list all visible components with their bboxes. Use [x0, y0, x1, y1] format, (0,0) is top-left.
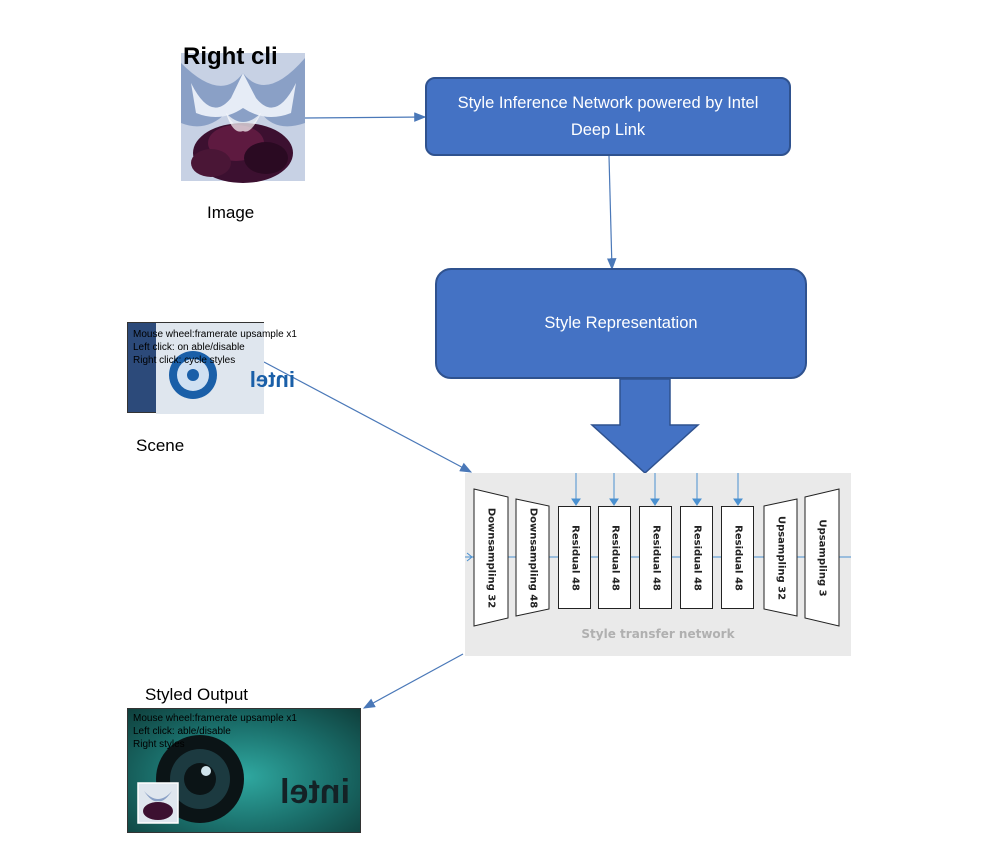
block-downsampling-32 — [473, 488, 509, 627]
styled-scene-graphic: intel — [137, 735, 350, 824]
image-overlay-text: Right cli — [183, 43, 278, 70]
block-downsampling-48-label-wrap: Downsampling 48 — [516, 506, 549, 609]
block-residual-48-4: Residual 48 — [680, 506, 713, 609]
output-text-line-3: Right styles — [133, 739, 185, 750]
network-connectors — [465, 473, 851, 627]
block-label: Downsampling 48 — [527, 507, 538, 608]
svg-text:intel: intel — [280, 773, 350, 811]
big-down-arrow — [590, 378, 700, 475]
block-upsampling-3-label-wrap: Upsampling 3 — [805, 497, 839, 618]
scene-thumbnail: intel Mouse wheel:framerate upsample x1 … — [127, 322, 297, 414]
block-upsampling-32-label-wrap: Upsampling 32 — [764, 506, 797, 609]
style-transfer-network-panel: Downsampling 32 Downsampling 48 Residual… — [465, 473, 851, 656]
arrow-image-to-inference — [304, 112, 427, 122]
style-inference-network-label: Style Inference Network powered by Intel… — [457, 93, 759, 139]
network-caption: Style transfer network — [581, 627, 735, 641]
block-label: Upsampling 32 — [775, 515, 786, 600]
style-representation-box: Style Representation — [435, 268, 807, 379]
block-upsampling-3 — [804, 488, 840, 627]
image-label: Image — [207, 203, 255, 222]
block-residual-48-2: Residual 48 — [598, 506, 631, 609]
arrow-network-to-output — [362, 653, 464, 709]
scene-text-line-2: Left click: on able/disable — [133, 342, 245, 353]
styled-output-label: Styled Output — [145, 685, 249, 704]
block-label: Residual 48 — [650, 524, 661, 591]
arrow-scene-to-network — [263, 361, 473, 473]
block-label: Residual 48 — [691, 524, 702, 591]
scene-label: Scene — [136, 436, 185, 455]
block-residual-48-5: Residual 48 — [721, 506, 754, 609]
style-representation-label: Style Representation — [544, 314, 698, 332]
block-label: Downsampling 32 — [485, 507, 497, 608]
output-text-line-1: Mouse wheel:framerate upsample x1 — [133, 713, 297, 724]
scene-text-line-1: Mouse wheel:framerate upsample x1 — [133, 329, 297, 340]
block-label: Residual 48 — [732, 524, 743, 591]
styled-output-thumbnail: intel Mouse wheel:framerate upsample x1 … — [127, 708, 361, 833]
block-label: Residual 48 — [569, 524, 580, 591]
block-downsampling-48 — [515, 498, 550, 617]
block-label: Upsampling 3 — [816, 518, 828, 597]
arrow-inference-to-representation — [606, 155, 617, 271]
output-text-line-2: Left click: able/disable — [133, 726, 231, 737]
intel-logo-graphic: intel — [169, 351, 295, 399]
scene-text-line-3: Right click: cycle styles — [133, 355, 236, 366]
flower-painting — [181, 53, 305, 183]
style-inference-network-box: Style Inference Network powered by Intel… — [425, 77, 791, 156]
block-residual-48-3: Residual 48 — [639, 506, 672, 609]
block-downsampling-32-label-wrap: Downsampling 32 — [474, 497, 508, 618]
input-image-thumbnail: Right cli — [181, 43, 305, 183]
block-label: Residual 48 — [609, 524, 620, 591]
block-residual-48-1: Residual 48 — [558, 506, 591, 609]
block-upsampling-32 — [763, 498, 798, 617]
svg-text:intel: intel — [250, 367, 295, 392]
